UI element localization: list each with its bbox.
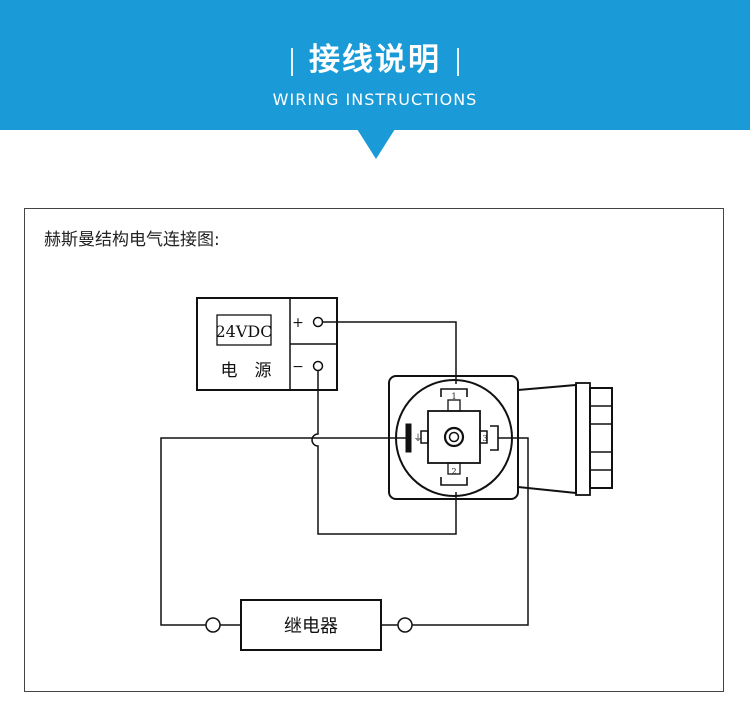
banner-pointer xyxy=(357,129,395,159)
pin2-contact xyxy=(440,477,468,486)
diagram-panel: 赫斯曼结构电气连接图: xyxy=(24,208,724,692)
voltage-label-frame xyxy=(216,314,272,346)
ground-symbol: ⏚ xyxy=(413,433,422,444)
wire-ground-to-relay xyxy=(160,437,406,626)
page-title: 接线说明 xyxy=(0,34,750,79)
pin3-label: 3 xyxy=(482,434,487,443)
ground-contact xyxy=(405,423,412,453)
connector-center-screw xyxy=(443,426,465,448)
page-subtitle: WIRING INSTRUCTIONS xyxy=(272,90,478,109)
positive-terminal xyxy=(312,316,324,328)
cable-gland-nut xyxy=(589,387,613,489)
center-notch-left xyxy=(420,430,429,444)
center-notch-right xyxy=(479,430,488,444)
pin1-contact xyxy=(440,388,468,397)
pin1-socket xyxy=(447,399,461,412)
relay-right-terminal xyxy=(397,617,413,633)
pin3-contact xyxy=(490,425,499,451)
positive-symbol: + xyxy=(292,315,304,331)
voltage-label: 24VDC xyxy=(216,322,273,341)
title-divider-right xyxy=(457,47,459,76)
relay-box xyxy=(240,599,382,651)
pin2-label: 2 xyxy=(451,467,456,476)
diagram-caption: 赫斯曼结构电气连接图: xyxy=(44,230,220,250)
connector-center-block xyxy=(427,410,481,464)
power-name-char-2: 源 xyxy=(255,361,272,381)
page-title-text: 接线说明 xyxy=(309,42,441,78)
cable-gland-collar xyxy=(575,382,591,496)
cable-gland-body xyxy=(517,383,577,495)
power-name-char-1: 电 xyxy=(221,361,238,381)
wire-positive-to-pin1 xyxy=(322,321,457,384)
pin2-socket xyxy=(447,462,461,475)
wire-pin3-to-relay xyxy=(412,437,529,626)
connector-face-ring xyxy=(395,379,513,497)
relay-label: 继电器 xyxy=(284,616,338,637)
pin1-label: 1 xyxy=(451,392,456,401)
relay-left-terminal xyxy=(205,617,221,633)
wire-negative-to-pin2 xyxy=(311,370,457,535)
negative-symbol: − xyxy=(292,359,304,375)
negative-terminal xyxy=(312,360,324,372)
connector-center-screw-inner xyxy=(448,431,460,443)
header-banner: 接线说明 WIRING INSTRUCTIONS xyxy=(0,0,750,130)
title-divider-left xyxy=(291,47,293,76)
